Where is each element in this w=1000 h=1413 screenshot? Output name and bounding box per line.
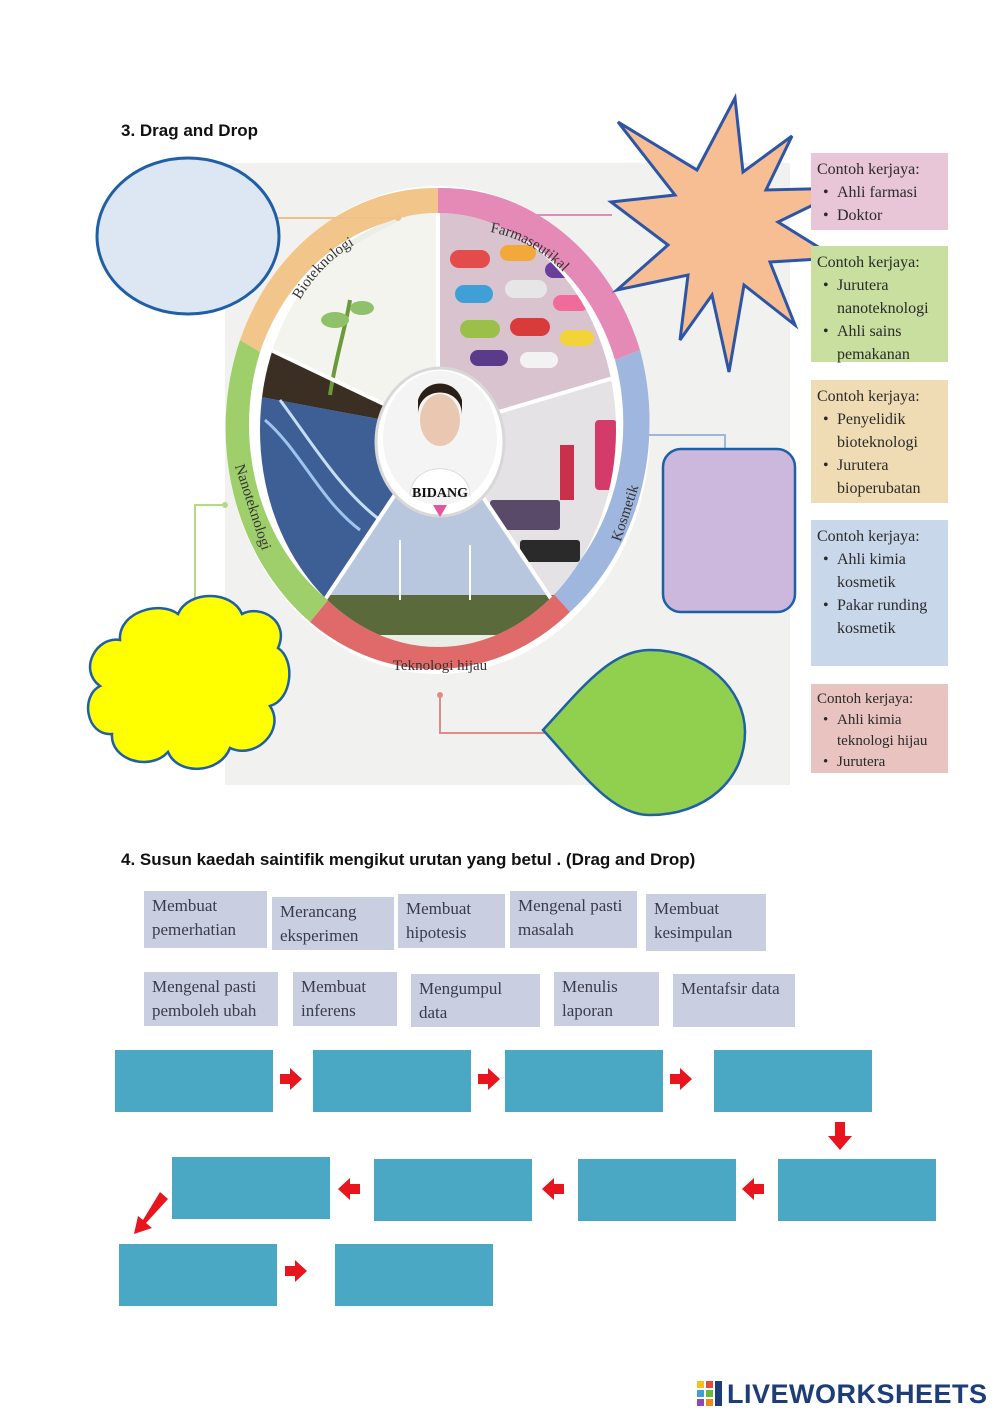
answer-card-head: Contoh kerjaya: xyxy=(817,528,920,545)
answer-card-item: Ahli kimia teknologi hijau xyxy=(817,710,942,752)
answer-card-item: Jurutera bioperubatan xyxy=(817,454,942,500)
answer-card-item: Penyelidik bioteknologi xyxy=(817,408,942,454)
answer-card-2[interactable]: Contoh kerjaya: Jurutera nanoteknologi A… xyxy=(811,246,948,363)
step-tile-membuat-kesimpulan[interactable]: Membuat kesimpulan xyxy=(646,894,766,951)
drop-target-ellipse[interactable] xyxy=(95,156,281,316)
arrow-left-icon xyxy=(542,1178,564,1200)
arrow-right-icon xyxy=(478,1068,500,1090)
answer-card-5[interactable]: Contoh kerjaya: Ahli kimia teknologi hij… xyxy=(811,684,948,773)
arrow-right-icon xyxy=(285,1260,307,1282)
arrow-right-icon xyxy=(280,1068,302,1090)
step-tile-mengenal-pasti-pemboleh-ubah[interactable]: Mengenal pasti pemboleh ubah xyxy=(144,972,278,1026)
section3-title: 3. Drag and Drop xyxy=(121,121,258,140)
arrow-right-icon xyxy=(670,1068,692,1090)
step-tile-membuat-inferens[interactable]: Membuat inferens xyxy=(293,972,397,1026)
segment-label-teknologi-hijau: Teknologi hijau xyxy=(393,658,488,674)
drop-box-step-1[interactable] xyxy=(115,1050,273,1112)
step-tile-mengumpul-data[interactable]: Mengumpul data xyxy=(411,974,540,1027)
drop-box-step-7[interactable] xyxy=(374,1159,532,1221)
arrow-left-icon xyxy=(338,1178,360,1200)
drop-box-step-3[interactable] xyxy=(505,1050,663,1112)
drop-target-cloud[interactable] xyxy=(86,594,291,770)
arrow-down-left-icon xyxy=(134,1192,168,1234)
drop-target-rounded-rect[interactable] xyxy=(661,447,797,614)
drop-box-step-8[interactable] xyxy=(172,1157,330,1219)
answer-card-item: Ahli kimia kosmetik xyxy=(817,548,942,594)
drop-target-teardrop[interactable] xyxy=(541,648,747,817)
logo-text: LIVEWORKSHEETS xyxy=(727,1378,988,1409)
section4-title: 4. Susun kaedah saintifik mengikut uruta… xyxy=(121,850,696,869)
drop-box-step-5[interactable] xyxy=(778,1159,936,1221)
step-tile-menulis-laporan[interactable]: Menulis laporan xyxy=(554,972,659,1026)
logo-icon xyxy=(697,1381,722,1406)
ring-bioteknologi xyxy=(240,187,438,352)
answer-card-1[interactable]: Contoh kerjaya: Ahli farmasi Doktor xyxy=(811,153,948,230)
answer-card-head: Contoh kerjaya: xyxy=(817,254,920,271)
answer-card-3[interactable]: Contoh kerjaya: Penyelidik bioteknologi … xyxy=(811,380,948,503)
answer-card-item: Ahli sains pemakanan xyxy=(817,320,942,366)
arrow-left-icon xyxy=(742,1178,764,1200)
answer-card-head: Contoh kerjaya: xyxy=(817,161,920,178)
drop-box-step-9[interactable] xyxy=(119,1244,277,1306)
answer-card-head: Contoh kerjaya: xyxy=(817,388,920,405)
step-tile-membuat-hipotesis[interactable]: Membuat hipotesis xyxy=(398,894,505,948)
leader-lines xyxy=(194,212,726,734)
answer-card-item: Ahli farmasi xyxy=(817,181,942,204)
bidang-wheel-diagram: BIDANG Bioteknologi Farmaseutikal Kosmet… xyxy=(86,92,849,817)
answer-card-item: Jurutera xyxy=(817,752,942,773)
answer-card-item: Jurutera nanoteknologi xyxy=(817,274,942,320)
drop-box-step-2[interactable] xyxy=(313,1050,471,1112)
bidang-center xyxy=(374,366,506,518)
step-tile-mengenal-pasti-masalah[interactable]: Mengenal pasti masalah xyxy=(510,891,637,948)
step-tile-mentafsir-data[interactable]: Mentafsir data xyxy=(673,974,795,1027)
drop-box-step-6[interactable] xyxy=(578,1159,736,1221)
step-tile-membuat-pemerhatian[interactable]: Membuat pemerhatian xyxy=(144,891,267,948)
answer-card-item: Pakar runding kosmetik xyxy=(817,594,942,640)
answer-card-head: Contoh kerjaya: xyxy=(817,691,914,707)
ring-teknologi-hijau xyxy=(310,592,570,670)
ring-nanoteknologi xyxy=(225,340,328,622)
center-label: BIDANG xyxy=(412,486,468,501)
step-tile-merancang-eksperimen[interactable]: Merancang eksperimen xyxy=(272,897,394,950)
arrow-down-icon xyxy=(828,1122,852,1150)
inner-photo-wedges xyxy=(260,213,616,647)
ring-kosmetik xyxy=(552,350,650,612)
ring-farmaseutikal xyxy=(438,187,640,360)
answer-card-item: Doktor xyxy=(817,204,942,227)
drop-target-star[interactable] xyxy=(607,92,849,373)
drop-box-step-4[interactable] xyxy=(714,1050,872,1112)
liveworksheets-logo: LIVEWORKSHEETS xyxy=(697,1378,994,1410)
drop-box-step-10[interactable] xyxy=(335,1244,493,1306)
answer-card-4[interactable]: Contoh kerjaya: Ahli kimia kosmetik Paka… xyxy=(811,520,948,666)
